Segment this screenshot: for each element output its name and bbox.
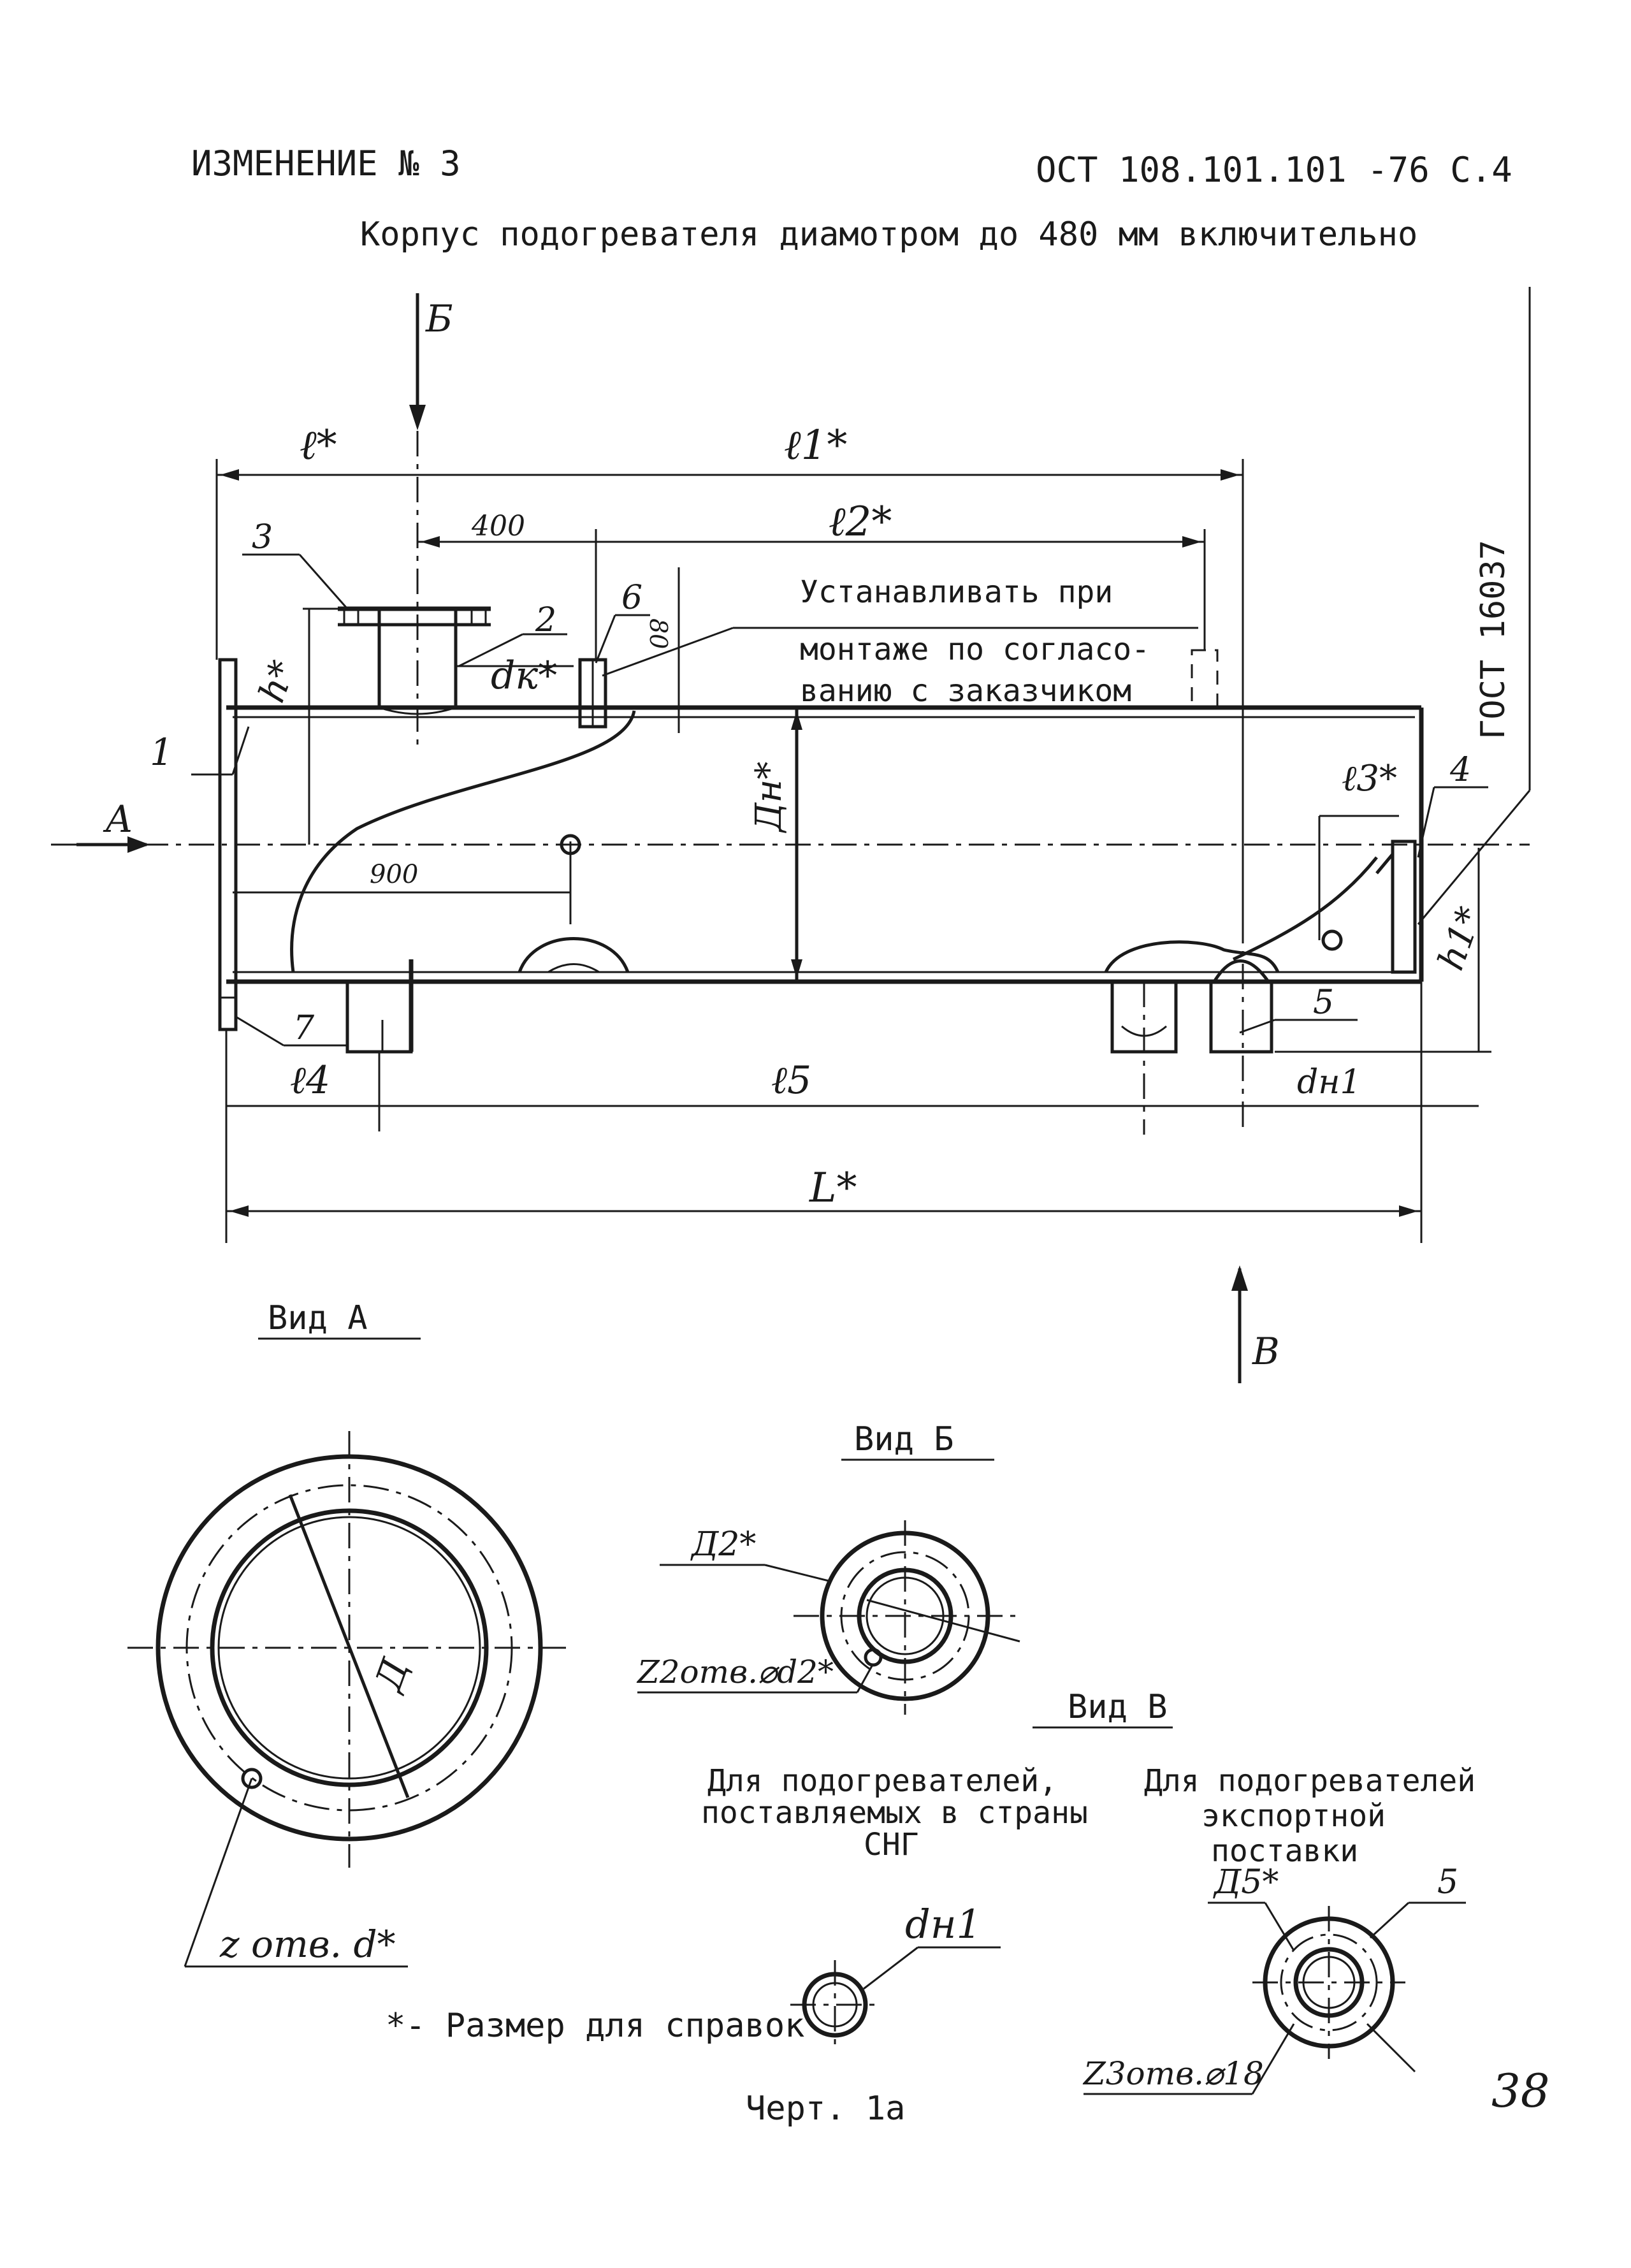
view-arrow-a: А	[103, 797, 133, 841]
cis-caption-2: поставляемых в страны	[701, 1795, 1088, 1831]
export-caption-2: экспортной	[1201, 1798, 1386, 1834]
dim-h: h*	[251, 655, 304, 708]
standard-number: ОСТ 108.101.101 -76 С.4	[1036, 150, 1512, 190]
cis-caption-1: Для подогревателей,	[707, 1763, 1057, 1799]
change-label: ИЗМЕНЕНИЕ № 3	[191, 143, 461, 184]
callout-2: 2	[535, 601, 556, 639]
view-v: Вид В Для подогревателей, поставляемых в…	[701, 1688, 1475, 2095]
dim-l4: ℓ4	[290, 1058, 330, 1103]
view-v-title: Вид В	[1068, 1688, 1168, 1726]
view-b-holes: Z2отв.⌀d2*	[636, 1654, 834, 1690]
view-a-title: Вид А	[268, 1299, 368, 1337]
dim-l1: ℓ1*	[784, 422, 847, 469]
gost-label: ГОСТ 16037	[1474, 540, 1512, 739]
dim-400: 400	[471, 510, 525, 542]
view-v-holes: Z3отв.⌀18	[1082, 2055, 1264, 2092]
dim-900: 900	[370, 860, 418, 889]
note-line-1: Устанавливать при	[800, 574, 1113, 610]
view-b-title: Вид Б	[854, 1420, 954, 1458]
note-line-2: монтаже по согласо-	[800, 632, 1150, 667]
dim-dk: dк*	[491, 653, 557, 698]
dim-l: ℓ*	[300, 422, 337, 469]
callout-5: 5	[1313, 984, 1334, 1022]
dim-L: L*	[809, 1165, 857, 1212]
callout-3: 3	[252, 518, 273, 556]
page-number: 38	[1491, 2064, 1550, 2118]
dim-l5: ℓ5	[771, 1058, 811, 1103]
export-caption-1: Для подогревателей	[1144, 1763, 1475, 1799]
callout-4: 4	[1449, 751, 1471, 789]
view-arrow-v: В	[1252, 1330, 1280, 1373]
cis-caption-3: СНГ	[864, 1827, 919, 1863]
view-v-d5: Д5*	[1213, 1863, 1279, 1901]
dim-h1: h1*	[1430, 902, 1491, 976]
figure-caption: Черт. 1а	[746, 2090, 905, 2128]
view-a-holes: z отв. d*	[219, 1923, 396, 1966]
note-line-3: ванию с заказчиком	[800, 673, 1131, 709]
footnote: *- Размер для справок	[386, 2007, 804, 2045]
callout-7: 7	[293, 1009, 315, 1047]
view-b-diameter: Д2*	[690, 1525, 756, 1564]
dim-l2: ℓ2*	[829, 498, 892, 546]
dim-dn1: dн1	[1297, 1063, 1361, 1101]
export-caption-3: поставки	[1211, 1833, 1358, 1869]
callout-1: 1	[150, 731, 173, 774]
dim-80: 80	[644, 618, 672, 649]
view-arrow-b: Б	[425, 297, 453, 340]
callout-6: 6	[621, 579, 642, 617]
view-a: Вид А Д z отв. d*	[127, 1299, 574, 1968]
view-v-dn1: dн1	[905, 1901, 982, 1947]
dim-l3: ℓ3*	[1342, 758, 1397, 799]
view-a-diameter: Д	[366, 1652, 418, 1698]
view-v-callout-5: 5	[1437, 1863, 1458, 1901]
main-view: А Б	[51, 287, 1531, 1383]
view-b: Вид Б Д2* Z2отв.⌀d2*	[636, 1420, 1020, 1715]
dim-dn: Дн*	[748, 762, 790, 834]
drawing-title: Корпус подогревателя диамотром до 480 мм…	[360, 215, 1417, 254]
